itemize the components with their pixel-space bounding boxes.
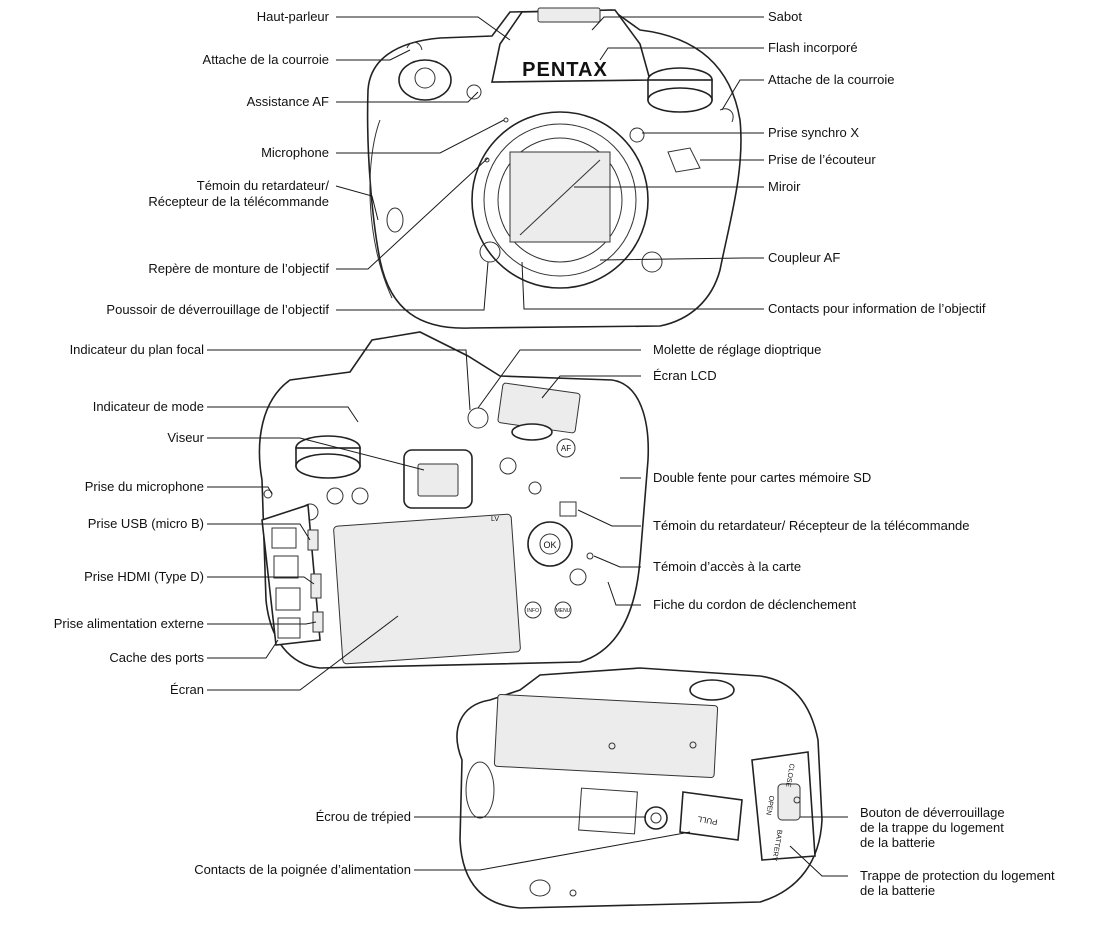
bottom-leader-lines bbox=[414, 816, 848, 877]
label-repere-monture: Repère de monture de l’objectif bbox=[148, 261, 329, 276]
label-flash-incorpore: Flash incorporé bbox=[768, 40, 858, 55]
label-prise-synchro-x: Prise synchro X bbox=[768, 125, 860, 140]
label-bouton-deverrouillage-line3: de la batterie bbox=[860, 835, 936, 850]
label-contacts-information-objectif: Contacts pour information de l’objectif bbox=[768, 301, 986, 316]
back-leader-lines bbox=[207, 349, 641, 691]
label-miroir: Miroir bbox=[768, 179, 801, 194]
label-fiche-cordon-declenchement: Fiche du cordon de déclenchement bbox=[653, 597, 857, 612]
battery-door-close-label: CLOSE bbox=[784, 763, 795, 788]
label-temoin-acces-carte: Témoin d’accès à la carte bbox=[653, 559, 802, 574]
label-contacts-poignee: Contacts de la poignée d’alimentation bbox=[194, 862, 411, 877]
af-button-label: AF bbox=[561, 444, 571, 453]
label-coupleur-af: Coupleur AF bbox=[768, 250, 841, 265]
label-prise-alimentation-externe: Prise alimentation externe bbox=[53, 616, 204, 631]
label-double-fente-sd: Double fente pour cartes mémoire SD bbox=[653, 470, 872, 485]
label-sabot: Sabot bbox=[768, 9, 802, 24]
label-attache-courroie-left: Attache de la courroie bbox=[202, 52, 329, 67]
menu-button-label: MENU bbox=[556, 608, 571, 614]
pull-label: PULL bbox=[696, 814, 718, 826]
label-ecrou-trepied: Écrou de trépied bbox=[315, 809, 411, 824]
lv-button-label: LV bbox=[491, 516, 499, 523]
label-temoin-retardateur-back: Témoin du retardateur/ Récepteur de la t… bbox=[653, 518, 970, 533]
label-poussoir-deverrouillage: Poussoir de déverrouillage de l’objectif bbox=[106, 302, 329, 317]
label-assistance-af: Assistance AF bbox=[246, 94, 329, 109]
label-bouton-deverrouillage-line2: de la trappe du logement bbox=[860, 820, 1004, 835]
back-camera-body: OK AF INFO MENU LV bbox=[258, 331, 650, 669]
label-ecran-lcd: Écran LCD bbox=[653, 368, 717, 383]
label-prise-ecouteur: Prise de l’écouteur bbox=[768, 152, 876, 167]
bottom-camera-body: PULL CLOSE OPEN BATTERY bbox=[456, 667, 823, 909]
label-trappe-protection-line1: Trappe de protection du logement bbox=[860, 868, 1055, 883]
label-prise-hdmi: Prise HDMI (Type D) bbox=[84, 569, 204, 584]
label-recepteur-telecommande-front: Récepteur de la télécommande bbox=[148, 194, 329, 209]
label-prise-usb: Prise USB (micro B) bbox=[87, 516, 204, 531]
info-button-label: INFO bbox=[527, 608, 539, 614]
ok-button-label: OK bbox=[543, 540, 556, 550]
label-cache-ports: Cache des ports bbox=[109, 650, 204, 665]
label-ecran: Écran bbox=[170, 682, 204, 697]
label-attache-courroie-right: Attache de la courroie bbox=[768, 72, 895, 87]
label-prise-microphone: Prise du microphone bbox=[84, 479, 204, 494]
label-viseur: Viseur bbox=[167, 430, 204, 445]
label-temoin-retardateur-front: Témoin du retardateur/ bbox=[196, 178, 329, 193]
label-microphone: Microphone bbox=[261, 145, 329, 160]
label-molette-dioptrique: Molette de réglage dioptrique bbox=[653, 342, 822, 357]
label-trappe-protection-line2: de la batterie bbox=[860, 883, 936, 898]
battery-door-open-label: OPEN bbox=[764, 795, 774, 816]
label-bouton-deverrouillage-line1: Bouton de déverrouillage bbox=[860, 805, 1005, 820]
label-indicateur-mode: Indicateur de mode bbox=[92, 399, 204, 414]
front-camera-body: PENTAX bbox=[366, 7, 742, 329]
label-haut-parleur: Haut-parleur bbox=[256, 9, 329, 24]
pentax-logo: PENTAX bbox=[522, 59, 608, 81]
label-indicateur-plan-focal: Indicateur du plan focal bbox=[69, 342, 204, 357]
front-leader-lines bbox=[335, 16, 764, 311]
